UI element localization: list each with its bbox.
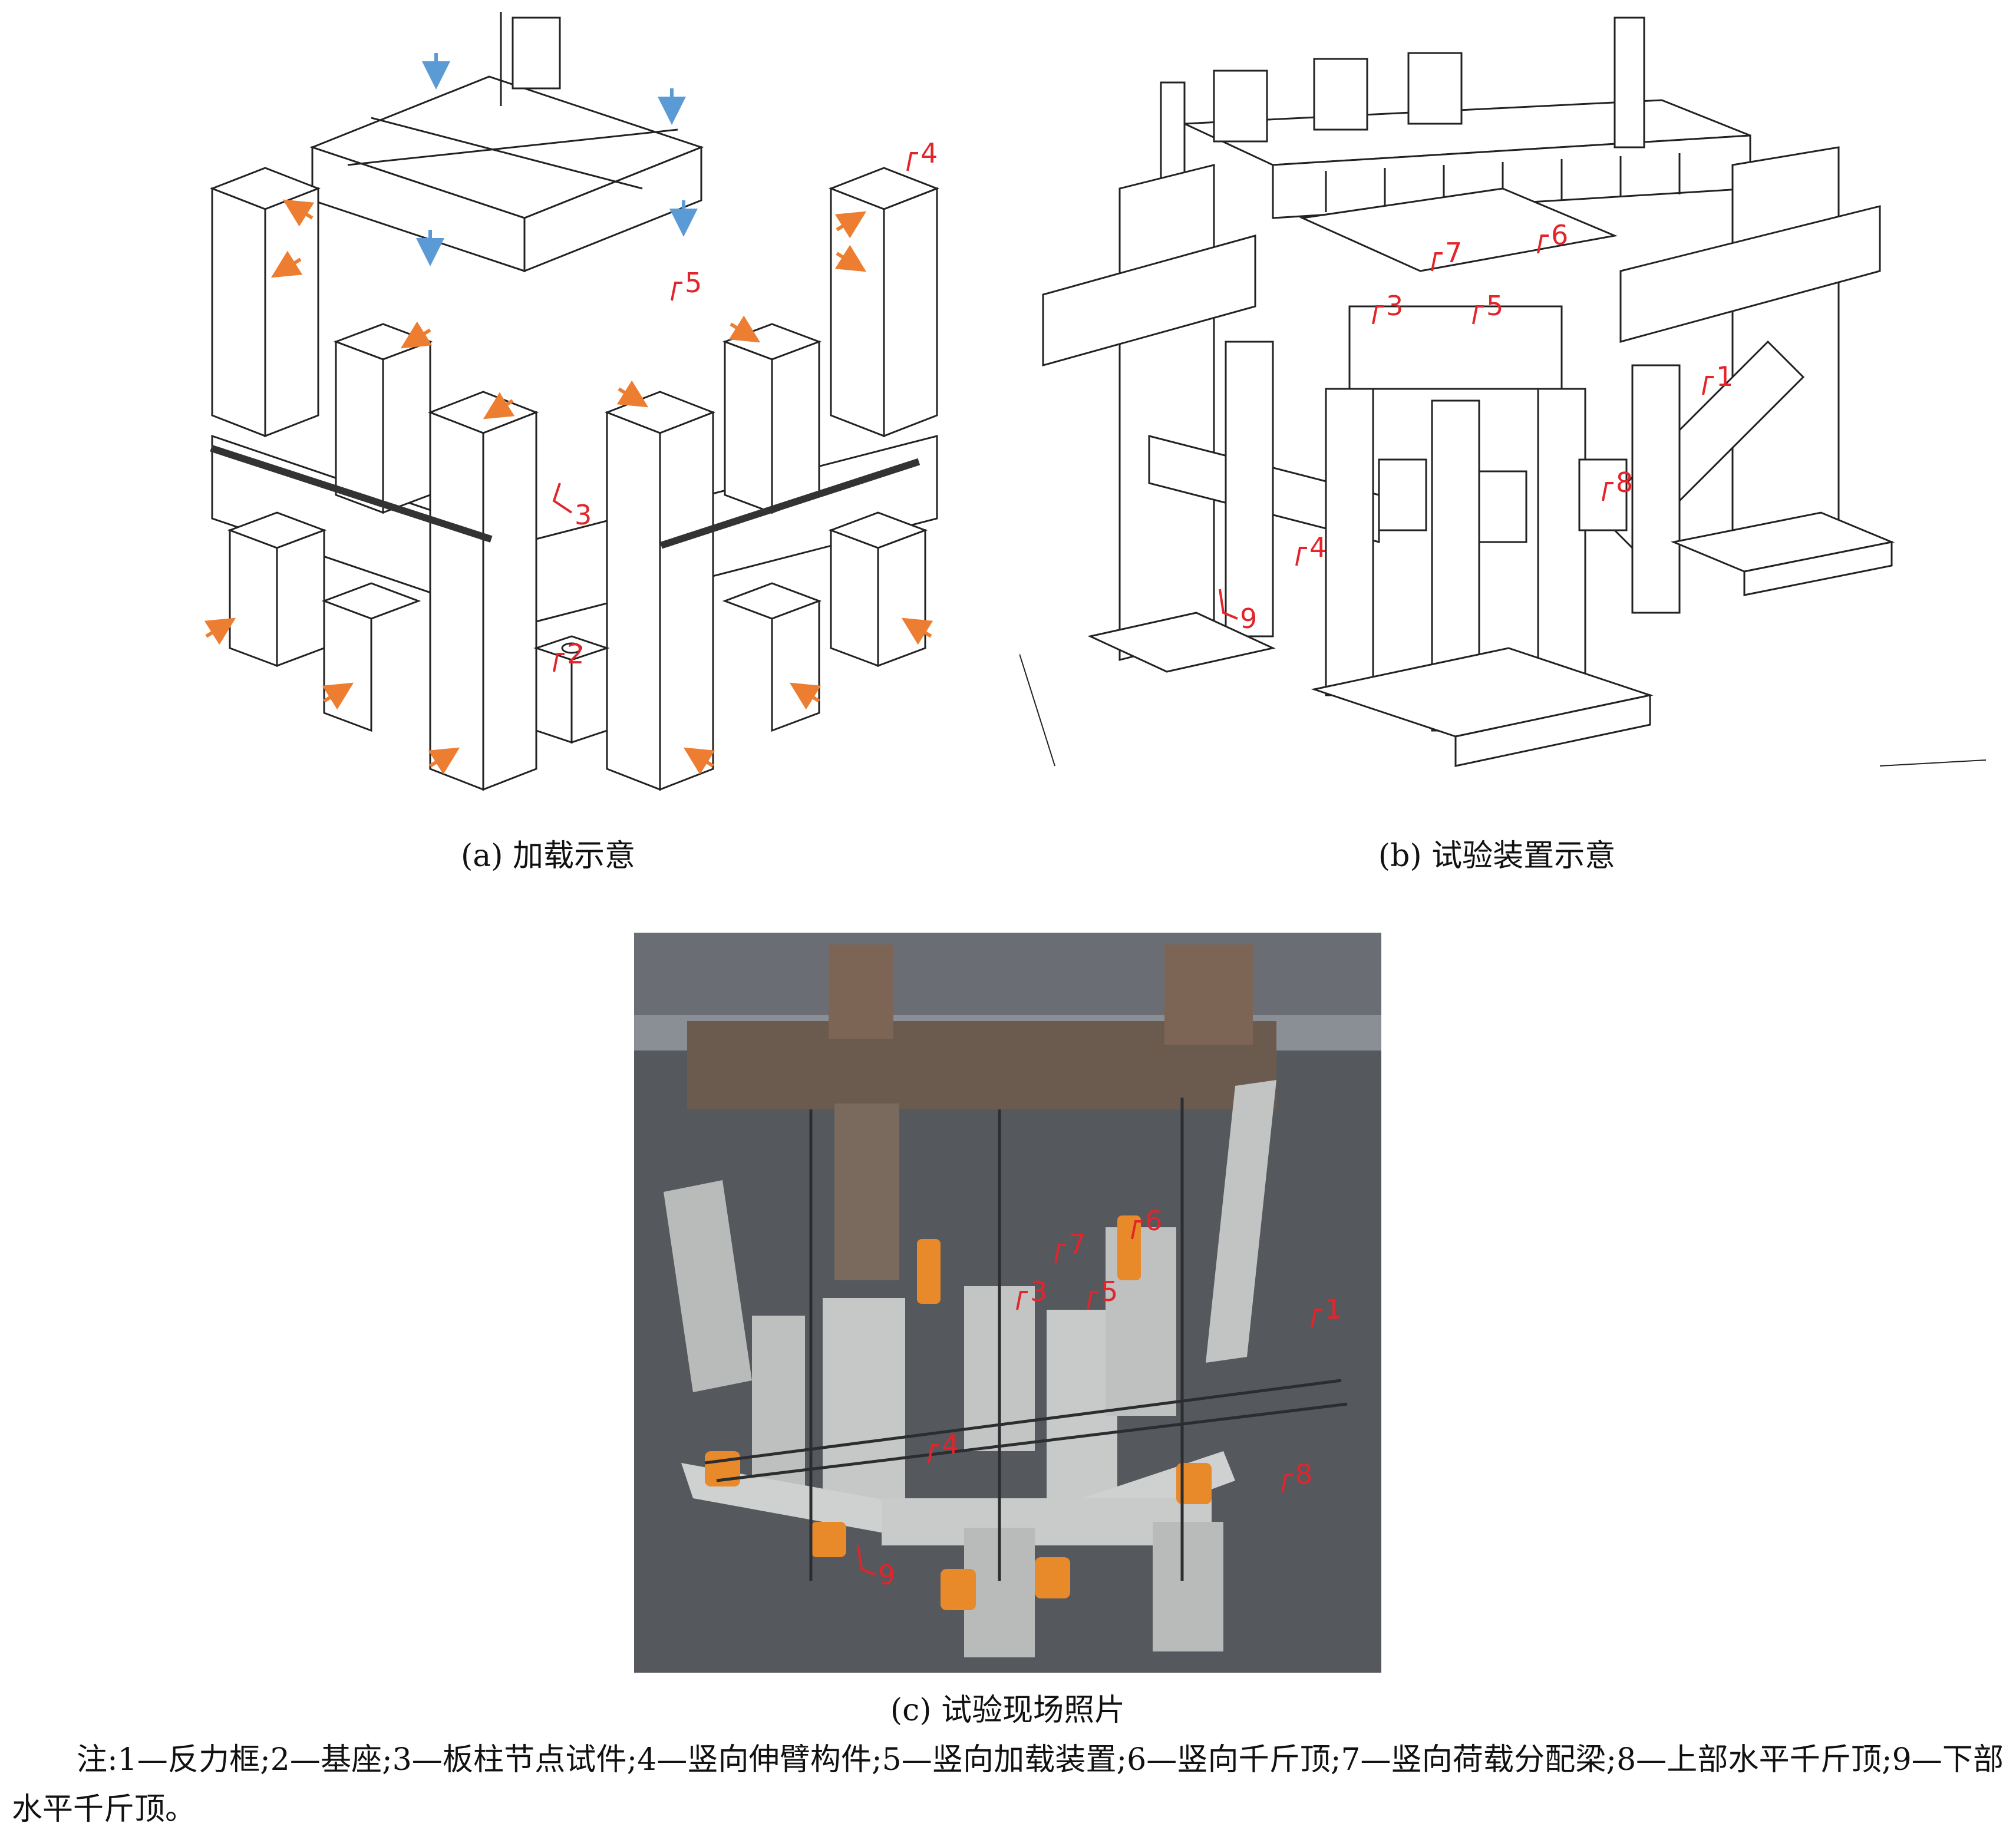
- figure-note: 注:1—反力框;2—基座;3—板柱节点试件;4—竖向伸臂构件;5—竖向加载装置;…: [12, 1742, 2004, 1827]
- label-a-5: 5: [685, 267, 702, 299]
- vertical-load-arrows: [416, 53, 698, 266]
- setup-schematic: 7 6 3 5 1 8 4 9: [1019, 16, 1987, 767]
- label-b-4: 4: [1309, 531, 1327, 563]
- caption-a: (a) 加载示意: [460, 838, 636, 874]
- label-b-3: 3: [1386, 290, 1403, 322]
- site-photo-illustration: 7 6 3 5 1 4 8 9: [634, 933, 1381, 1673]
- label-b-9: 9: [1240, 603, 1257, 635]
- label-c-8: 8: [1295, 1458, 1312, 1490]
- label-a-3: 3: [575, 499, 592, 531]
- label-c-7: 7: [1068, 1228, 1085, 1260]
- label-c-6: 6: [1145, 1205, 1162, 1237]
- loading-schematic: 4 5 3 2: [204, 12, 940, 791]
- label-b-5: 5: [1486, 290, 1503, 322]
- label-c-9: 9: [878, 1559, 895, 1591]
- label-c-3: 3: [1030, 1276, 1047, 1307]
- callout-ticks-c: [857, 1220, 1322, 1576]
- callout-ticks-b: [1219, 234, 1714, 620]
- label-b-8: 8: [1616, 467, 1633, 498]
- label-a-4: 4: [920, 137, 938, 169]
- label-c-1: 1: [1325, 1293, 1342, 1325]
- label-b-1: 1: [1716, 361, 1733, 392]
- callout-ticks: [552, 152, 918, 672]
- label-b-6: 6: [1551, 219, 1568, 251]
- bolt-rows: [210, 445, 920, 549]
- caption-c: (c) 试验现场照片: [890, 1693, 1126, 1728]
- panel-a-loading-diagram: 4 5 3 2: [194, 12, 961, 801]
- label-c-5: 5: [1101, 1276, 1118, 1307]
- horizontal-load-arrows: [204, 199, 933, 775]
- label-b-7: 7: [1445, 237, 1462, 269]
- caption-b: (b) 试验装置示意: [1378, 838, 1616, 874]
- setup-ground-lines: [1019, 653, 1987, 767]
- label-c-4: 4: [942, 1429, 959, 1461]
- label-a-2: 2: [567, 638, 584, 670]
- site-photo: 7 6 3 5 1 4 8 9: [634, 933, 1381, 1673]
- tie-rods: [704, 1098, 1348, 1581]
- setup-geometry: [1042, 16, 1895, 767]
- panel-b-setup-diagram: 7 6 3 5 1 8 4 9: [1019, 12, 2004, 789]
- specimen-geometry: [209, 12, 940, 791]
